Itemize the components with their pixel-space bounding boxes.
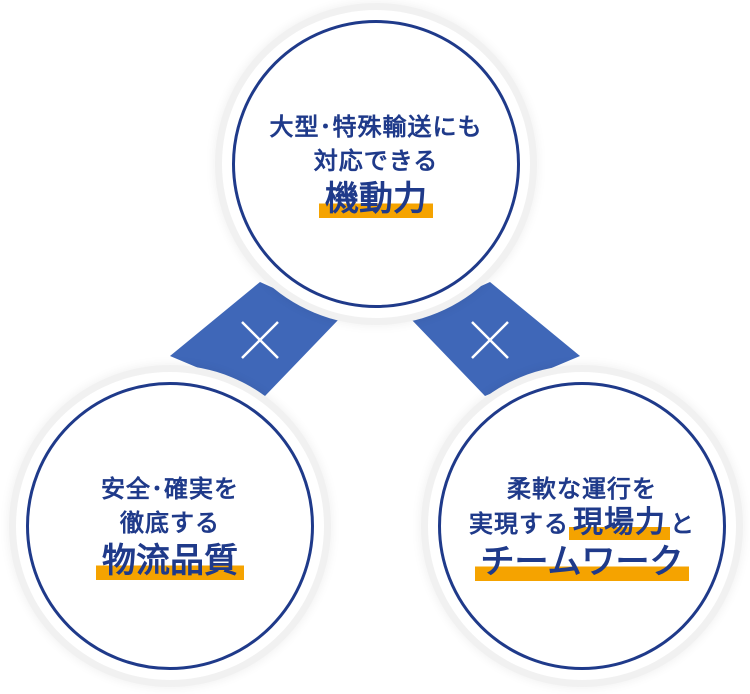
circle-mobility-highlight: 機動力	[319, 180, 433, 218]
circle-mobility: 大型･特殊輸送にも 対応できる 機動力	[222, 10, 530, 318]
circle-teamwork-line2: 実現する現場力と	[469, 505, 695, 541]
circle-quality-highlight: 物流品質	[96, 542, 244, 580]
circle-teamwork-highlight: チームワーク	[474, 542, 690, 581]
circle-quality: 安全･確実を 徹底する 物流品質	[16, 372, 324, 680]
circle-quality-line1: 安全･確実を	[101, 475, 239, 503]
circle-mobility-line1: 大型･特殊輸送にも	[269, 113, 483, 141]
cross-icon-left	[241, 321, 279, 359]
circle-quality-ring: 安全･確実を 徹底する 物流品質	[26, 382, 314, 670]
cross-icon-right	[471, 321, 509, 359]
connector-band-right	[410, 282, 580, 396]
circle-mobility-line2: 対応できる	[313, 147, 439, 175]
circle-mobility-ring: 大型･特殊輸送にも 対応できる 機動力	[232, 20, 520, 308]
circle-teamwork: 柔軟な運行を 実現する現場力と チームワーク	[428, 372, 736, 680]
circle-teamwork-line2-suffix: と	[670, 509, 695, 538]
circle-teamwork-line2-highlight: 現場力	[569, 505, 670, 540]
circle-teamwork-line2-prefix: 実現する	[469, 509, 569, 538]
connector-band-left	[170, 282, 340, 396]
circle-quality-line2: 徹底する	[120, 509, 220, 537]
circle-teamwork-ring: 柔軟な運行を 実現する現場力と チームワーク	[438, 382, 726, 670]
circle-teamwork-line1: 柔軟な運行を	[507, 474, 657, 503]
